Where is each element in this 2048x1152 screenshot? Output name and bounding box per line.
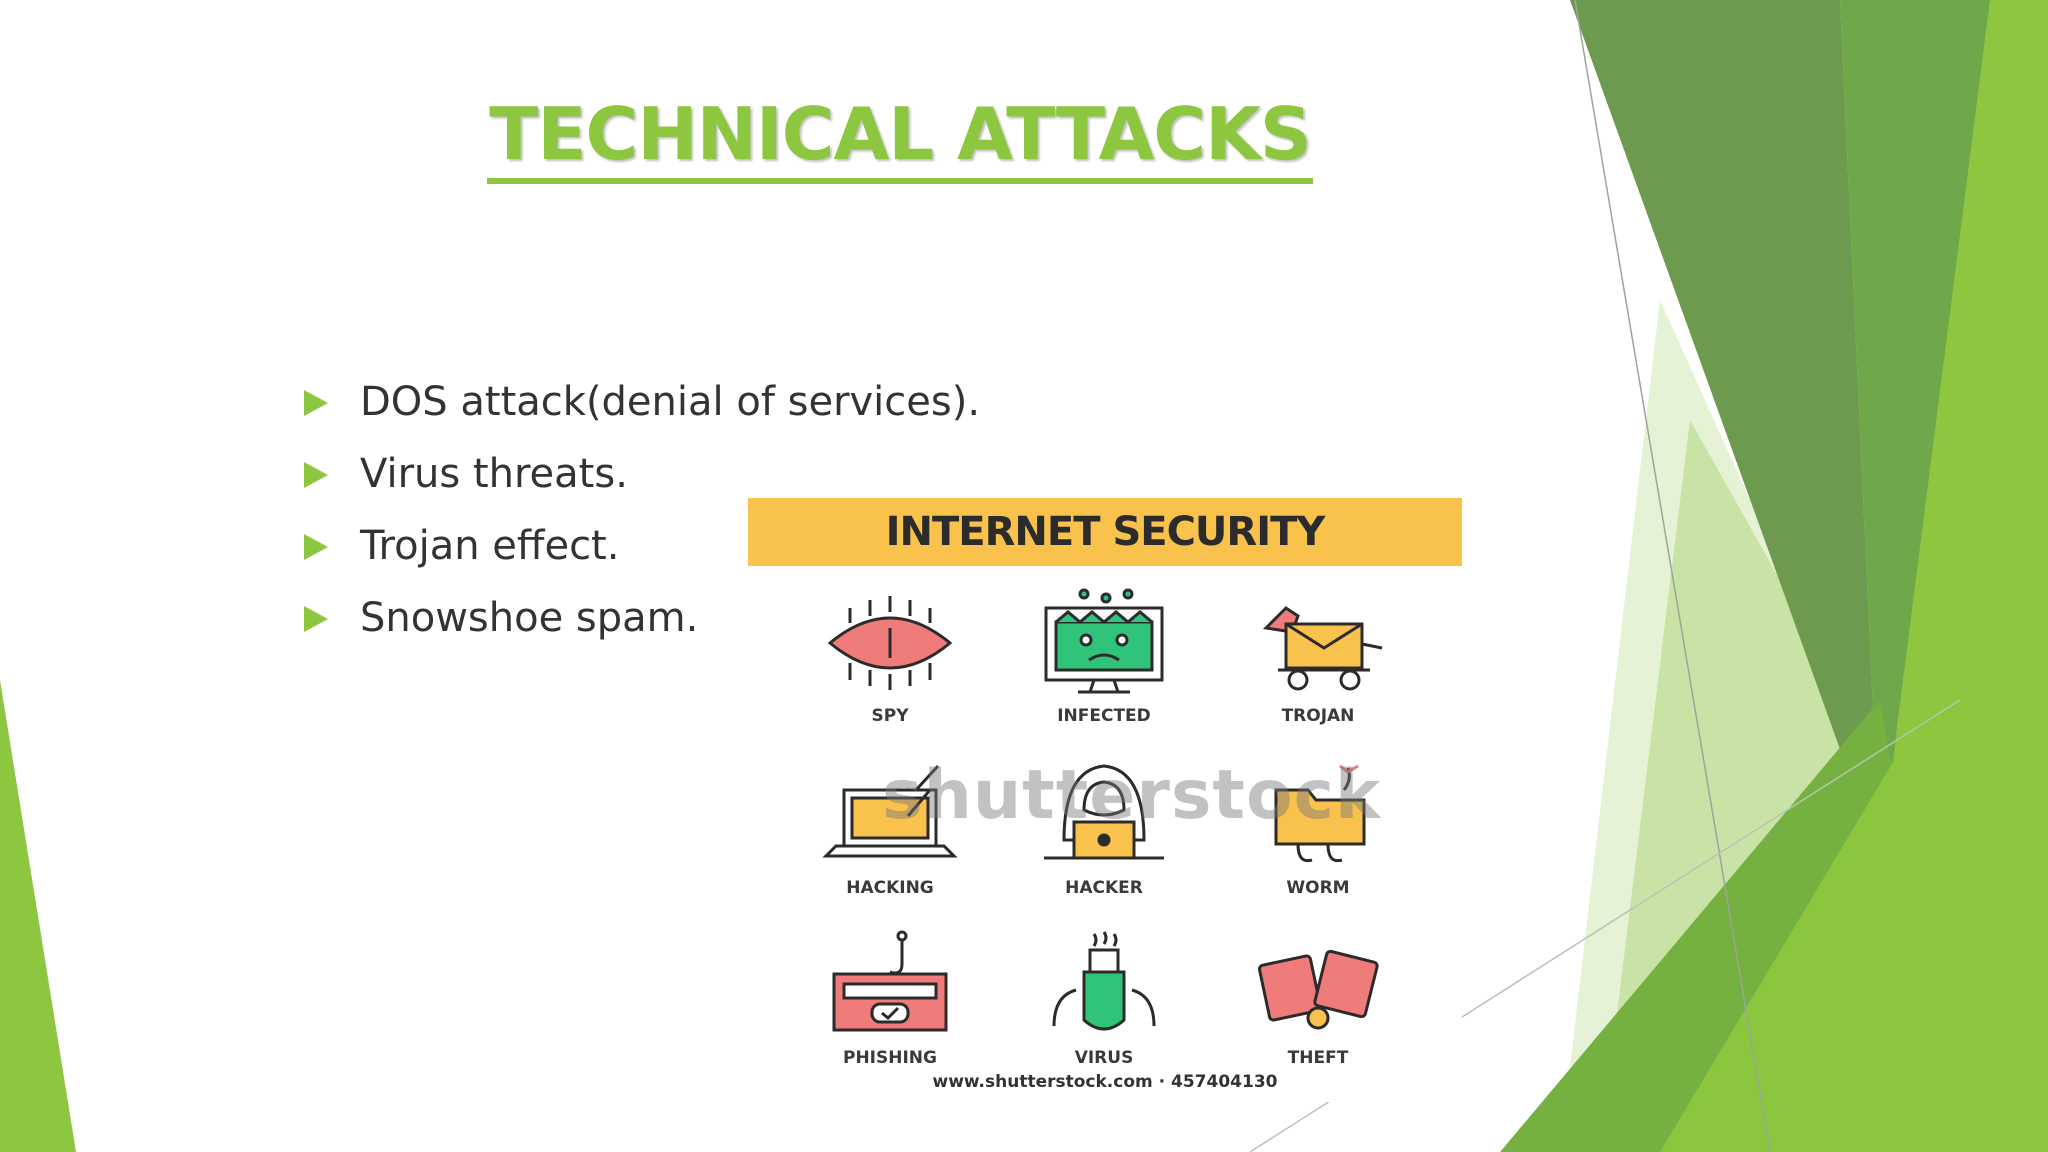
icon-label: TROJAN xyxy=(1281,706,1355,726)
slide-title: TECHNICAL ATTACKS xyxy=(0,92,1800,184)
worm-folder-icon xyxy=(1274,764,1366,863)
infographic-banner xyxy=(748,498,1462,566)
bullet-text: DOS attack(denial of services). xyxy=(360,379,981,425)
thin-line xyxy=(1574,0,1771,1152)
bullet-text: Virus threats. xyxy=(360,451,628,497)
bullet-item: Snowshoe spam. xyxy=(300,588,980,660)
bullet-list: DOS attack(denial of services). Virus th… xyxy=(300,372,980,660)
phishing-hook-icon xyxy=(832,930,948,1032)
trojan-horse-icon xyxy=(1262,606,1383,691)
icon-label: HACKING xyxy=(846,878,934,898)
icon-cell-hacker: HACKER xyxy=(1004,760,1204,910)
bullet-item: DOS attack(denial of services). xyxy=(300,372,980,444)
virus-usb-icon xyxy=(1052,931,1156,1031)
bullet-arrow-icon xyxy=(304,462,328,488)
bottom-bright-facet xyxy=(1660,620,2048,1152)
watermark-text: shutterstock xyxy=(882,756,1382,835)
slide-title-text: TECHNICAL ATTACKS xyxy=(487,92,1313,184)
bullet-text: Snowshoe spam. xyxy=(360,595,699,641)
icon-label: INFECTED xyxy=(1057,706,1151,726)
icon-label: SPY xyxy=(871,706,909,726)
bullet-arrow-icon xyxy=(304,534,328,560)
icon-cell-trojan: TROJAN xyxy=(1218,588,1418,738)
right-dark-facet xyxy=(1570,0,1880,860)
left-green-shape xyxy=(0,680,76,1152)
icon-cell-virus: VIRUS xyxy=(1004,930,1204,1080)
icon-label: WORM xyxy=(1286,878,1350,898)
icon-label: HACKER xyxy=(1065,878,1143,898)
icon-cell-theft: THEFT xyxy=(1218,930,1418,1080)
spy-eye-icon xyxy=(827,596,953,690)
hacker-hood-icon xyxy=(1044,764,1164,860)
bullet-item: Virus threats. xyxy=(300,444,980,516)
icon-label: THEFT xyxy=(1287,1048,1349,1068)
infected-monitor-icon xyxy=(1044,588,1164,694)
right-deep-facet xyxy=(1840,0,1990,860)
bullet-arrow-icon xyxy=(304,390,328,416)
bullet-arrow-icon xyxy=(304,606,328,632)
infographic-credit: www.shutterstock.com · 457404130 xyxy=(932,1072,1278,1092)
icon-label: VIRUS xyxy=(1074,1048,1134,1068)
infographic-banner-text: INTERNET SECURITY xyxy=(885,509,1326,555)
bullet-item: Trojan effect. xyxy=(300,516,980,588)
icon-cell-hacking: HACKING xyxy=(790,760,990,910)
internet-security-infographic: INTERNET SECURITY SPY xyxy=(748,498,1462,1102)
icon-cell-phishing: PHISHING xyxy=(790,930,990,1080)
theft-card-icon xyxy=(1257,949,1379,1030)
icon-cell-worm: WORM xyxy=(1218,760,1418,910)
hacking-laptop-icon xyxy=(822,764,958,858)
icon-label: PHISHING xyxy=(843,1048,937,1068)
icon-cell-spy: SPY xyxy=(790,588,990,738)
icon-cell-infected: INFECTED xyxy=(1004,588,1204,738)
bullet-text: Trojan effect. xyxy=(360,523,620,569)
